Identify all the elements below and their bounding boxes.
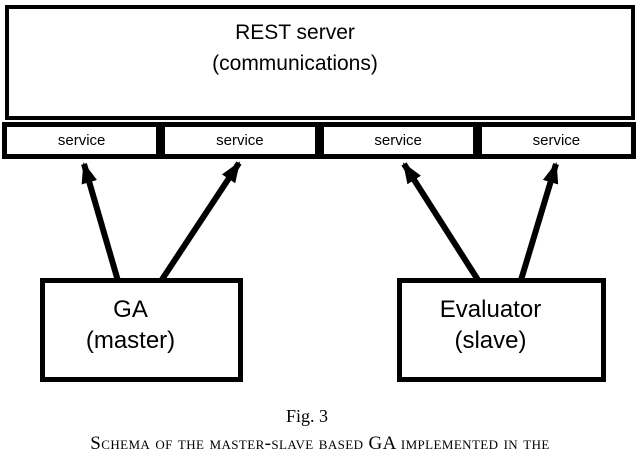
rest-server-title: REST server (235, 21, 355, 44)
rest-server-subtitle: (communications) (212, 52, 378, 75)
arrow-ga-to-service-2 (158, 161, 242, 283)
service-label-4: service (532, 132, 581, 149)
ga-subtitle: (master) (85, 327, 176, 354)
figure-number-label: Fig. 3 (285, 406, 328, 426)
ga-master-box: GA (master) (40, 278, 243, 382)
service-box-1: service (7, 127, 157, 154)
arrow-ga-to-service-1 (81, 162, 121, 282)
evaluator-subtitle: (slave) (454, 327, 527, 354)
service-label-1: service (57, 132, 106, 149)
service-label-3: service (374, 132, 422, 149)
figure-caption-text: Schema of the master-slave based GA impl… (90, 433, 550, 454)
rest-server-box: REST server (communications) (5, 5, 635, 120)
evaluator-slave-box: Evaluator (slave) (397, 278, 606, 382)
ga-title: GA (113, 296, 148, 323)
service-box-3: service (323, 127, 473, 154)
service-box-2: service (165, 127, 315, 154)
service-label-2: service (216, 132, 264, 149)
service-box-4: service (481, 127, 631, 154)
arrow-evaluator-to-service-4 (518, 162, 559, 281)
evaluator-title: Evaluator (439, 296, 542, 323)
arrow-evaluator-to-service-3 (401, 162, 481, 282)
services-row: service service service service (2, 122, 636, 159)
